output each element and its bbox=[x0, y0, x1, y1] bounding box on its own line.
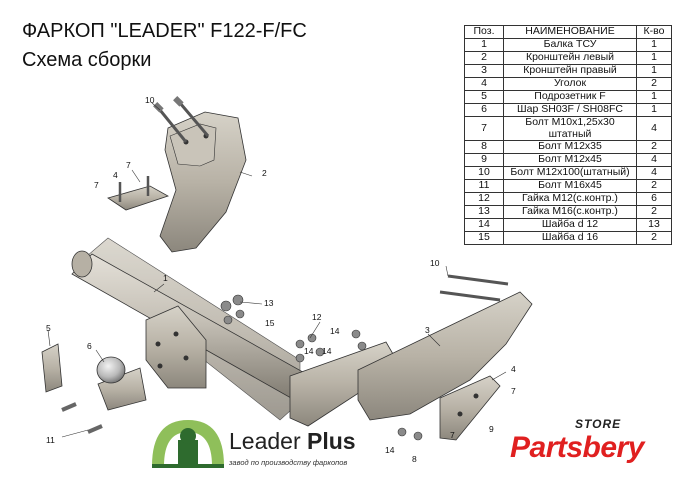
page-title: ФАРКОП "LEADER" F122-F/FC bbox=[22, 20, 307, 42]
page-subtitle: Схема сборки bbox=[22, 49, 152, 71]
cell-qty: 1 bbox=[636, 103, 672, 117]
callout-4: 4 bbox=[113, 170, 118, 180]
store-label: STORE bbox=[575, 417, 622, 431]
corner-plate-left bbox=[107, 176, 169, 211]
leader-plus-logo-text: Leader Plus bbox=[229, 428, 356, 455]
callout-5: 5 bbox=[46, 323, 51, 333]
callout-7: 7 bbox=[126, 160, 131, 170]
nuts-and-washers bbox=[220, 294, 423, 441]
cell-pos: 7 bbox=[464, 115, 504, 142]
callout-10: 10 bbox=[430, 258, 440, 268]
cell-name: Кронштейн правый bbox=[503, 64, 637, 78]
callout-2: 2 bbox=[262, 168, 267, 178]
cell-name: Болт М10х1,25х30 штатный bbox=[503, 115, 637, 142]
cell-name: Балка ТСУ bbox=[503, 38, 637, 52]
cell-name: Кронштейн левый bbox=[503, 51, 637, 65]
callout-8: 8 bbox=[412, 454, 417, 464]
callout-7: 7 bbox=[94, 180, 99, 190]
cell-pos: 2 bbox=[464, 51, 504, 65]
logo-word-leader: Leader bbox=[229, 428, 301, 454]
callout-14: 14 bbox=[385, 445, 395, 455]
col-name: НАИМЕНОВАНИЕ bbox=[503, 25, 637, 39]
cell-qty: 1 bbox=[636, 38, 672, 52]
cell-qty: 1 bbox=[636, 51, 672, 65]
parts-table-header: Поз. НАИМЕНОВАНИЕ К-во bbox=[464, 25, 672, 39]
bolts-10-right bbox=[439, 274, 509, 302]
callout-14: 14 bbox=[330, 326, 340, 336]
callout-1: 1 bbox=[163, 273, 168, 283]
leader-lines bbox=[47, 102, 507, 438]
callout-12: 12 bbox=[312, 312, 322, 322]
callouts: 10 7 7 4 2 1 13 15 12 14 14 14 5 6 11 10… bbox=[46, 95, 516, 464]
leader-plus-logo-icon bbox=[152, 420, 224, 468]
logo-tagline: завод по производству фаркопов bbox=[229, 458, 348, 467]
socket-plate bbox=[41, 343, 63, 393]
cell-qty: 1 bbox=[636, 64, 672, 78]
callout-14: 14 bbox=[304, 346, 314, 356]
callout-15: 15 bbox=[265, 318, 275, 328]
callout-7: 7 bbox=[450, 430, 455, 440]
right-bracket bbox=[357, 291, 533, 421]
callout-13: 13 bbox=[264, 298, 274, 308]
callout-3: 3 bbox=[425, 325, 430, 335]
bolts-11 bbox=[61, 402, 103, 434]
callout-6: 6 bbox=[87, 341, 92, 351]
left-bracket bbox=[159, 111, 247, 253]
partsbery-word-2: bery bbox=[582, 431, 645, 464]
callout-4: 4 bbox=[511, 364, 516, 374]
callout-14: 14 bbox=[322, 346, 332, 356]
cell-qty: 4 bbox=[636, 153, 672, 168]
callout-11: 11 bbox=[46, 435, 55, 445]
col-qty: К-во bbox=[636, 25, 672, 39]
cell-qty: 4 bbox=[636, 115, 672, 142]
corner-plate-right bbox=[439, 375, 501, 441]
cell-pos: 3 bbox=[464, 64, 504, 78]
partsbery-logo: Partsbery bbox=[510, 431, 644, 465]
logo-word-plus: Plus bbox=[307, 428, 356, 454]
callout-9: 9 bbox=[489, 424, 494, 434]
bolts-10-left bbox=[153, 96, 210, 143]
partsbery-word-1: Parts bbox=[510, 431, 583, 464]
cell-pos: 1 bbox=[464, 38, 504, 52]
cell-qty: 2 bbox=[636, 231, 672, 246]
callout-10: 10 bbox=[145, 95, 155, 105]
assembly-diagram: 10 7 7 4 2 1 13 15 12 14 14 14 5 6 11 10… bbox=[41, 95, 533, 468]
callout-7: 7 bbox=[511, 386, 516, 396]
tow-ball bbox=[96, 356, 147, 411]
col-pos: Поз. bbox=[464, 25, 504, 39]
